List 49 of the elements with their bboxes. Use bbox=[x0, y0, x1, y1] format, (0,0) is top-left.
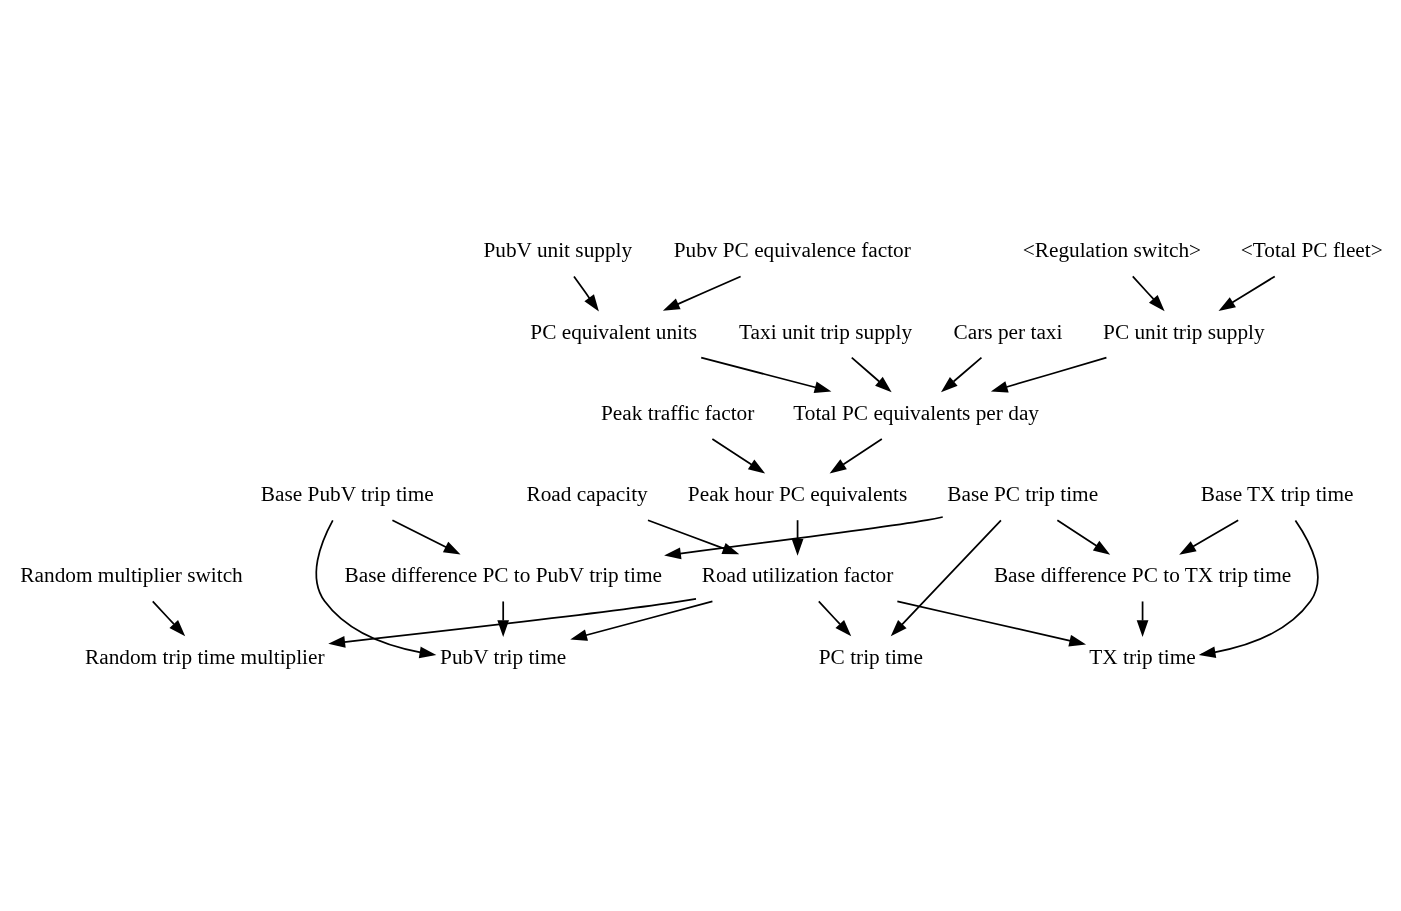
node-text: PC unit trip supply bbox=[1102, 319, 1265, 344]
node-text: PubV unit supply bbox=[482, 238, 632, 263]
arrow bbox=[151, 600, 185, 637]
node-text: PubV trip time bbox=[439, 644, 566, 669]
arrow bbox=[572, 275, 599, 312]
arrow bbox=[850, 356, 892, 393]
node-text: Taxi unit trip supply bbox=[738, 319, 912, 344]
node-text: Base difference PC to TX trip time bbox=[993, 563, 1291, 588]
arrow bbox=[711, 438, 765, 474]
arrow bbox=[1178, 519, 1239, 555]
arrow bbox=[1131, 275, 1165, 312]
arrow bbox=[817, 600, 851, 637]
node-text: Random multiplier switch bbox=[19, 563, 243, 588]
arrow bbox=[940, 356, 982, 393]
node-text: <Regulation switch> bbox=[1022, 238, 1201, 263]
arrow bbox=[391, 519, 461, 555]
node-text: Cars per taxi bbox=[953, 319, 1062, 344]
arrow bbox=[896, 600, 1086, 647]
node-text: TX trip time bbox=[1088, 644, 1196, 669]
arrow bbox=[791, 519, 803, 556]
node-text: Road capacity bbox=[525, 482, 648, 507]
node-text: Base TX trip time bbox=[1200, 482, 1354, 507]
node-text: PC equivalent units bbox=[529, 319, 697, 344]
arrow bbox=[314, 519, 436, 659]
arrow bbox=[327, 597, 697, 648]
node-text: Peak hour PC equivalents bbox=[687, 482, 907, 507]
arrow bbox=[1056, 519, 1110, 555]
node-text: Base PubV trip time bbox=[260, 482, 434, 507]
arrow bbox=[829, 438, 883, 474]
arrow bbox=[890, 519, 1002, 637]
arrow bbox=[1218, 275, 1276, 311]
node-text: <Total PC fleet> bbox=[1240, 238, 1383, 263]
node-text: PC trip time bbox=[818, 644, 923, 669]
arrow bbox=[1198, 519, 1319, 658]
arrow bbox=[663, 516, 944, 560]
arrow bbox=[496, 600, 509, 637]
node-text: Total PC equivalents per day bbox=[792, 400, 1039, 425]
arrow bbox=[990, 356, 1107, 393]
node-text: Peak traffic factor bbox=[600, 400, 754, 425]
node-text: Base difference PC to PubV trip time bbox=[343, 563, 662, 588]
node-text: Random trip time multiplier bbox=[84, 644, 325, 669]
node-text: Road utilization factor bbox=[701, 563, 893, 588]
node-text: Pubv PC equivalence factor bbox=[673, 238, 911, 263]
arrow bbox=[1136, 600, 1148, 637]
arrow bbox=[646, 519, 739, 555]
arrow bbox=[569, 600, 713, 641]
node-text: Base PC trip time bbox=[946, 482, 1098, 507]
arrow bbox=[662, 275, 741, 311]
arrow bbox=[699, 356, 831, 393]
